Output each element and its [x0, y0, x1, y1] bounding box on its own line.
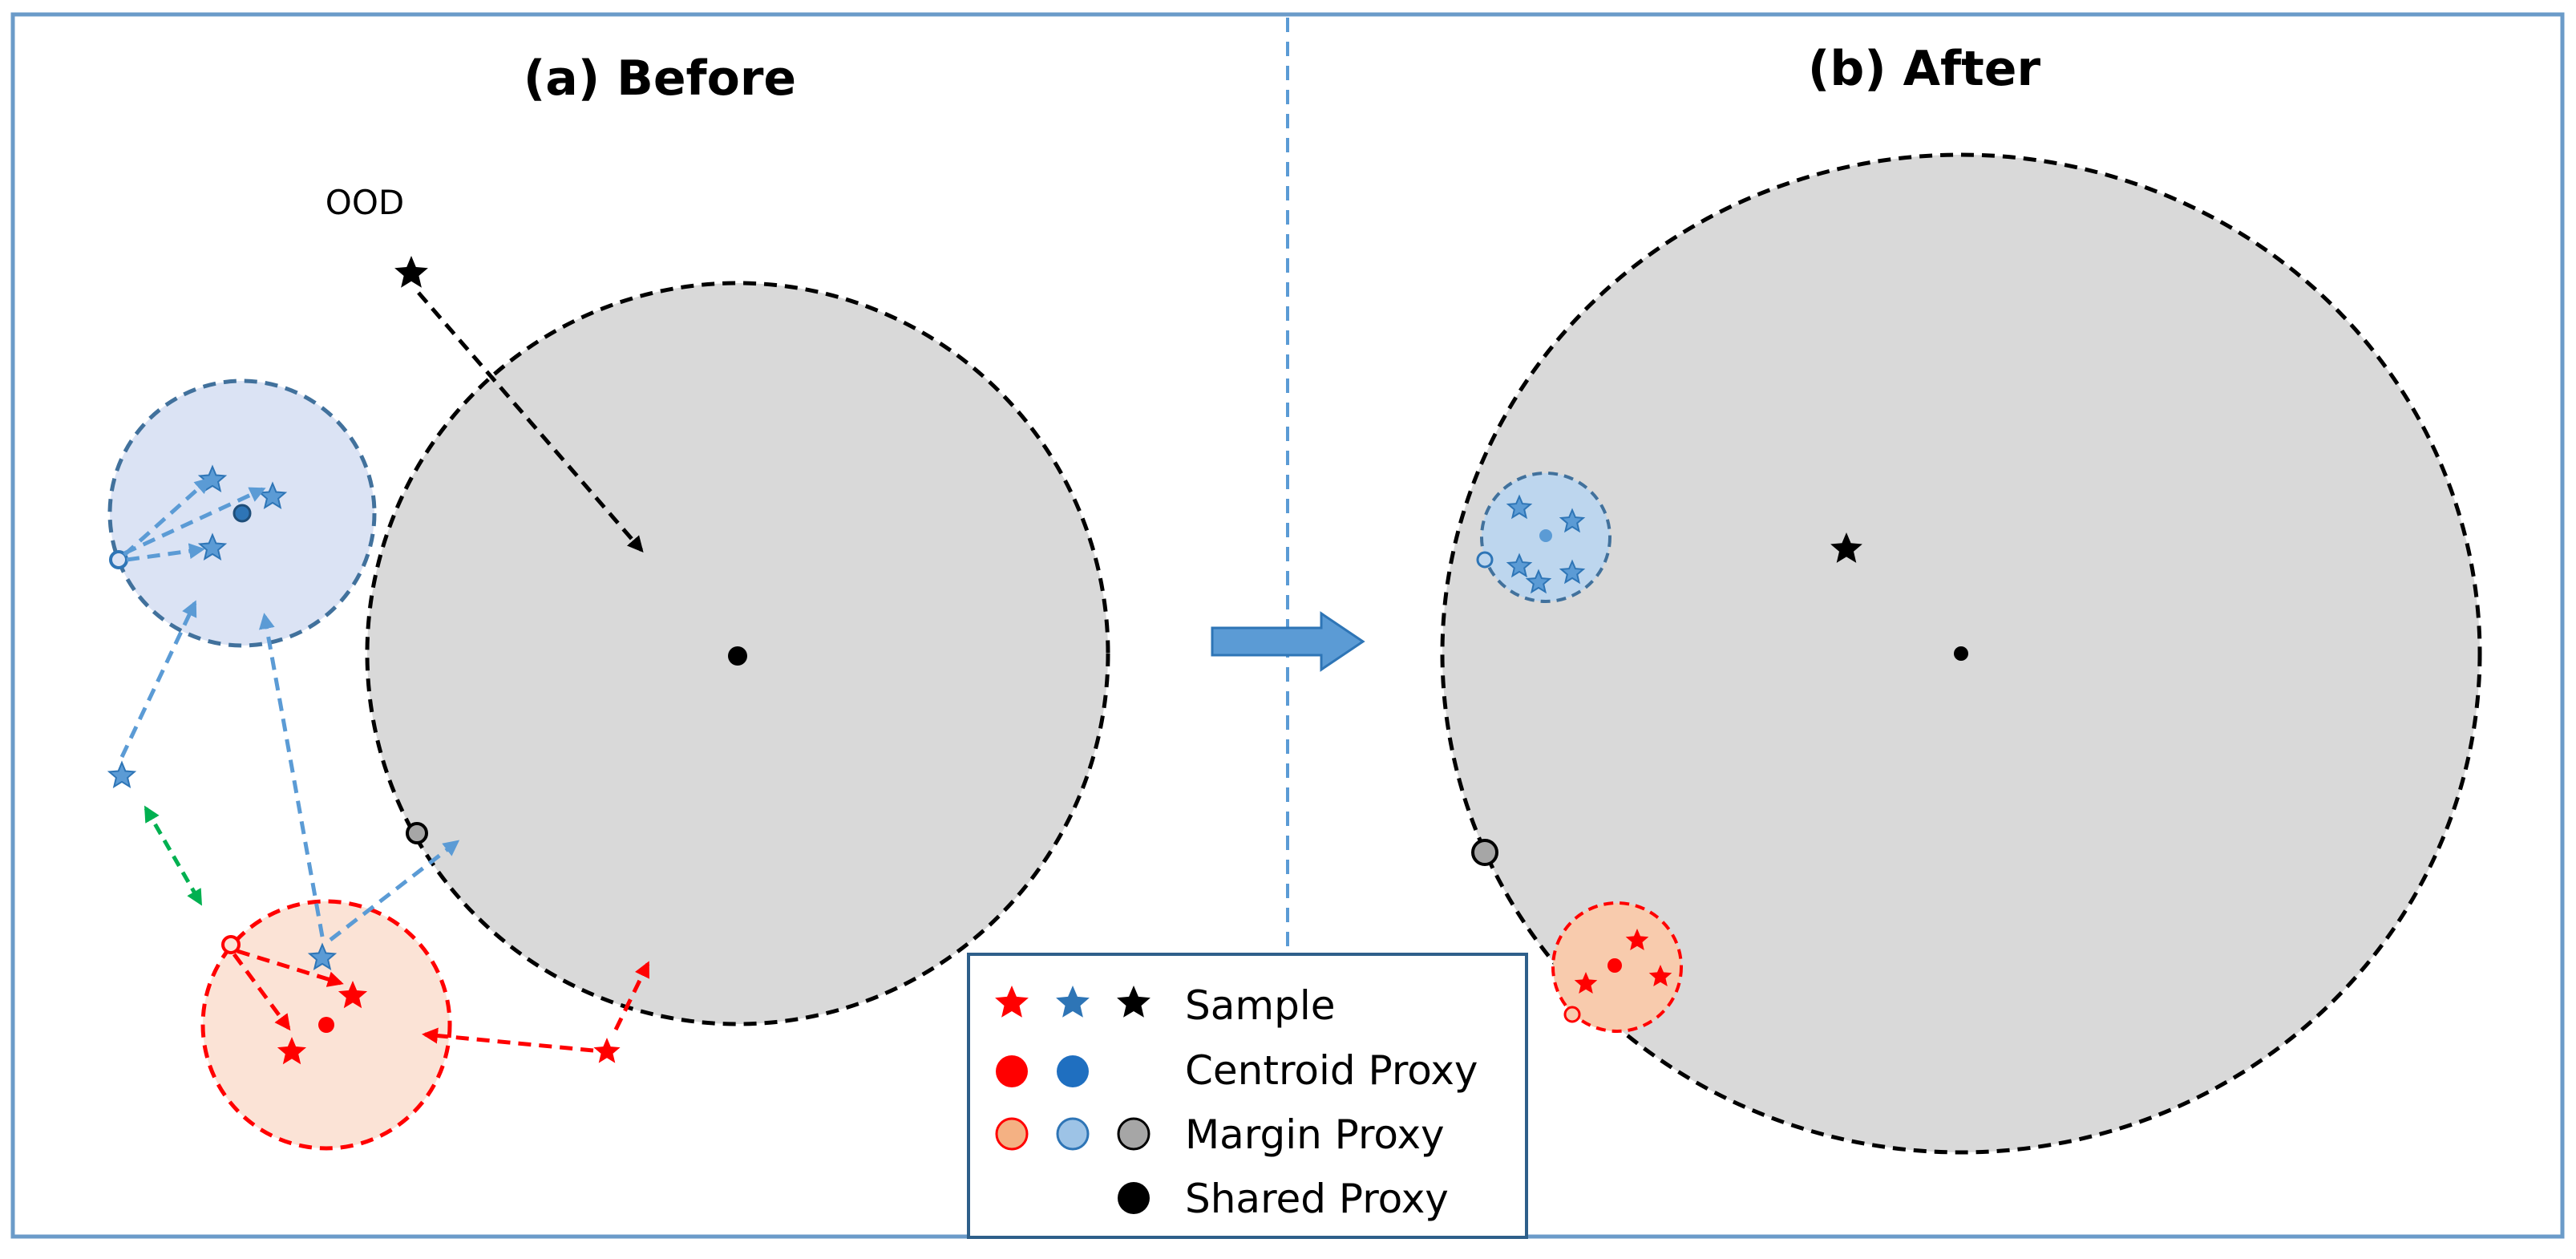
black-star-icon — [1117, 986, 1151, 1018]
ood-label: OOD — [326, 183, 404, 222]
blue-sample-star — [307, 942, 338, 971]
blue-margin-icon — [1056, 1117, 1090, 1151]
red-margin-icon — [995, 1117, 1029, 1151]
red-sample-star — [1625, 929, 1649, 950]
red-sample-star — [338, 981, 368, 1009]
shared-proxy-before — [728, 646, 747, 666]
red-sample-star — [277, 1037, 307, 1065]
before-panel-title: (a) Before — [524, 51, 796, 107]
shared-proxy-icon — [1118, 1182, 1150, 1214]
after-panel-title: (b) After — [1808, 41, 2041, 97]
blue-pull-arrow — [123, 477, 211, 557]
blue-pull-arrow — [126, 543, 205, 562]
after-panel — [1440, 152, 2482, 1155]
red-pull-arrow — [422, 1027, 594, 1053]
red-sample-star — [593, 1038, 621, 1063]
gray-margin-proxy-after — [1471, 839, 1498, 866]
inter-class-repel-arrow — [144, 805, 203, 906]
red-margin-proxy-after — [1563, 1006, 1581, 1023]
red-margin-proxy-before — [221, 935, 241, 954]
shared-proxy-after — [1954, 646, 1968, 661]
right-arrow-icon — [1211, 611, 1365, 672]
blue-pull-arrow — [119, 600, 197, 759]
blue-pull-arrow — [329, 840, 460, 941]
blue-sample-star — [107, 760, 137, 789]
red-pull-arrow — [613, 961, 650, 1031]
red-centroid-icon — [996, 1055, 1028, 1087]
blue-centroid-proxy-after — [1539, 529, 1552, 542]
blue-sample-star — [1506, 553, 1533, 578]
red-sample-star — [1574, 972, 1598, 994]
ood-sample-star — [394, 256, 428, 288]
red-sample-star — [1648, 965, 1672, 986]
blue-sample-star — [1559, 559, 1586, 585]
blue-pull-arrow — [258, 613, 325, 937]
before-panel: OOD — [107, 183, 1110, 1151]
gray-margin-proxy-before — [406, 822, 428, 844]
legend-margin-label: Margin Proxy — [1185, 1111, 1445, 1158]
ood-push-arrow — [417, 291, 644, 553]
red-pull-arrow — [237, 949, 344, 987]
red-centroid-proxy-after — [1607, 958, 1622, 973]
legend-centroid-label: Centroid Proxy — [1185, 1047, 1478, 1094]
blue-sample-star — [1506, 494, 1533, 520]
blue-pull-arrow — [123, 487, 266, 556]
blue-sample-star — [1559, 508, 1586, 533]
legend-sample-label: Sample — [1185, 982, 1335, 1029]
legend: Sample Centroid Proxy Margin Proxy Share… — [967, 953, 1528, 1239]
blue-sample-star — [1525, 569, 1552, 594]
gray-margin-icon — [1117, 1117, 1151, 1151]
red-centroid-proxy-before — [318, 1017, 334, 1033]
red-star-icon — [995, 986, 1029, 1018]
blue-centroid-proxy-before — [233, 504, 252, 523]
blue-star-icon — [1056, 986, 1090, 1018]
ood-sample-star — [1830, 532, 1862, 563]
blue-centroid-icon — [1057, 1055, 1089, 1087]
blue-margin-proxy-after — [1476, 551, 1494, 569]
legend-shared-label: Shared Proxy — [1185, 1176, 1449, 1222]
red-pull-arrow — [232, 953, 291, 1031]
